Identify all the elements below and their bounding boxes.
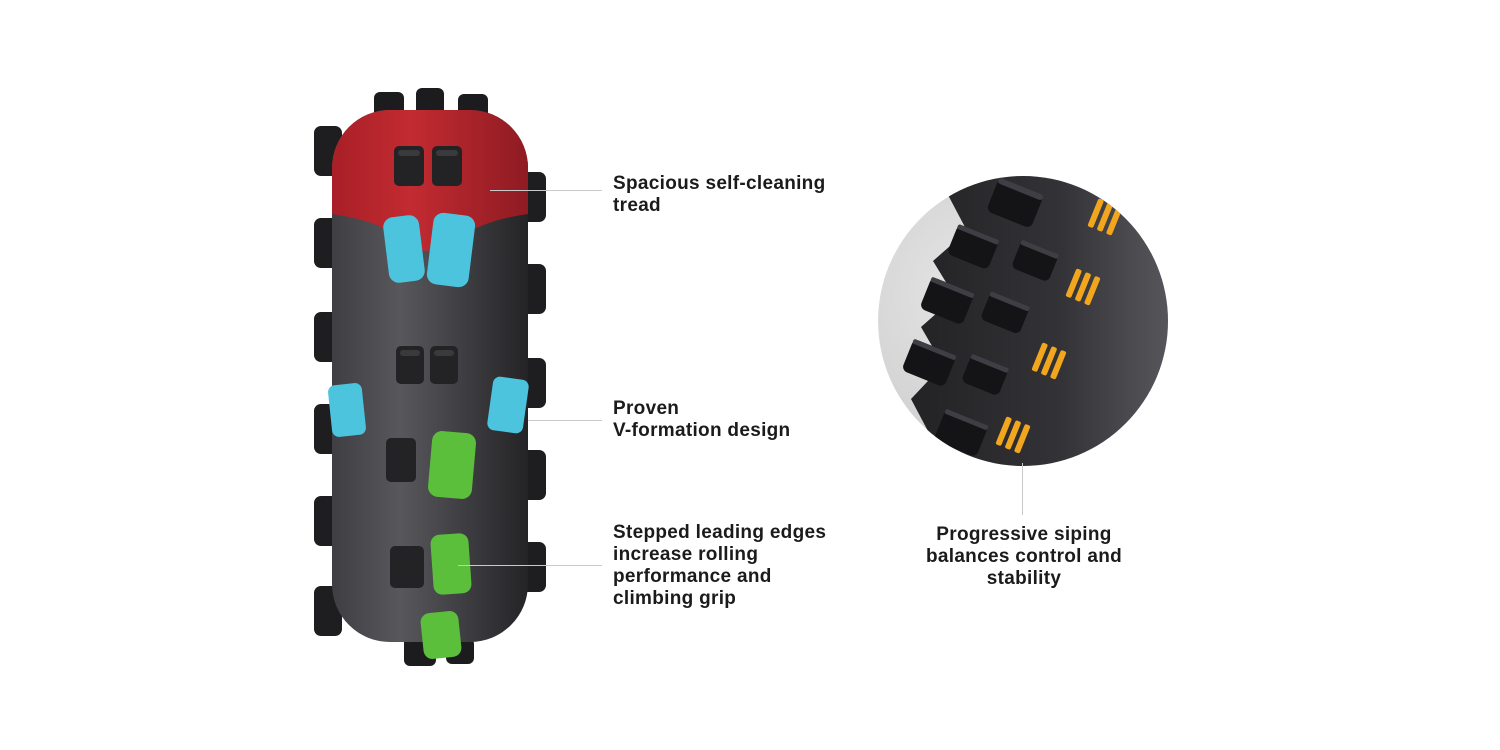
- leader-line-stepped-edges: [458, 565, 602, 566]
- tread-detail-inset: [878, 176, 1168, 466]
- tire-cyan-knobs: [328, 212, 529, 437]
- siping-marks: [995, 198, 1123, 454]
- leader-line-v-formation: [528, 420, 602, 421]
- label-stepped-edges: Stepped leading edges increase rolling p…: [613, 522, 827, 609]
- tire-green-knobs: [420, 431, 476, 659]
- tire-red-band: [332, 110, 528, 251]
- label-v-formation: Proven V-formation design: [613, 398, 791, 441]
- tire-illustration: [314, 88, 546, 666]
- inset-tread-knobs: [903, 178, 1059, 456]
- leader-line-siping: [1022, 463, 1023, 515]
- leader-line-self-cleaning: [490, 190, 602, 191]
- label-self-cleaning-tread: Spacious self-cleaning tread: [613, 173, 826, 216]
- label-progressive-siping: Progressive siping balances control and …: [925, 524, 1123, 589]
- tire-center-knobs: [386, 146, 462, 588]
